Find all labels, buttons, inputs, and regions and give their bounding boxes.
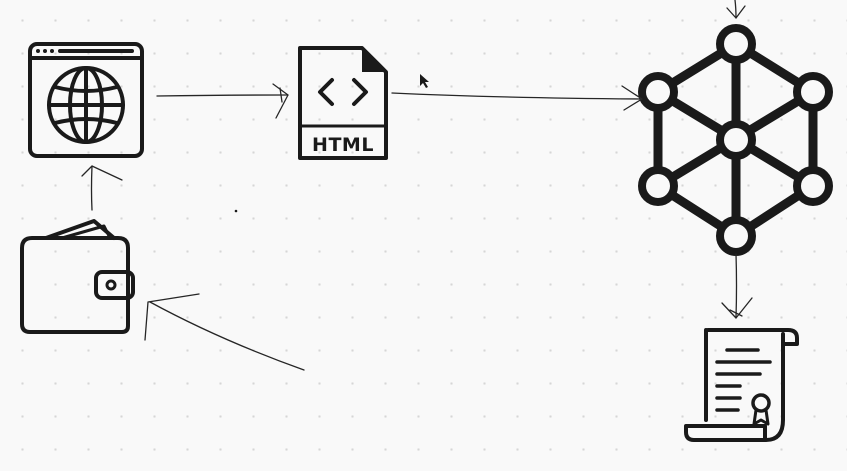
cursor-icon: [420, 74, 429, 88]
html-file-icon: HTML: [298, 46, 388, 160]
wallet-icon: [20, 219, 135, 334]
browser-globe-icon: [28, 42, 144, 158]
stray-dot: [234, 209, 238, 213]
network-graph-icon: [638, 24, 833, 256]
arrow-into-wallet: [144, 293, 305, 371]
incoming-arrow-top: [726, 0, 746, 19]
html-file-label: HTML: [312, 134, 374, 156]
arrow-wallet-to-browser: [81, 165, 123, 211]
arrow-html-to-network: [391, 85, 643, 111]
arrow-browser-to-html: [156, 83, 289, 119]
arrow-network-to-certificate: [721, 253, 753, 319]
certificate-scroll-icon: [684, 328, 799, 442]
